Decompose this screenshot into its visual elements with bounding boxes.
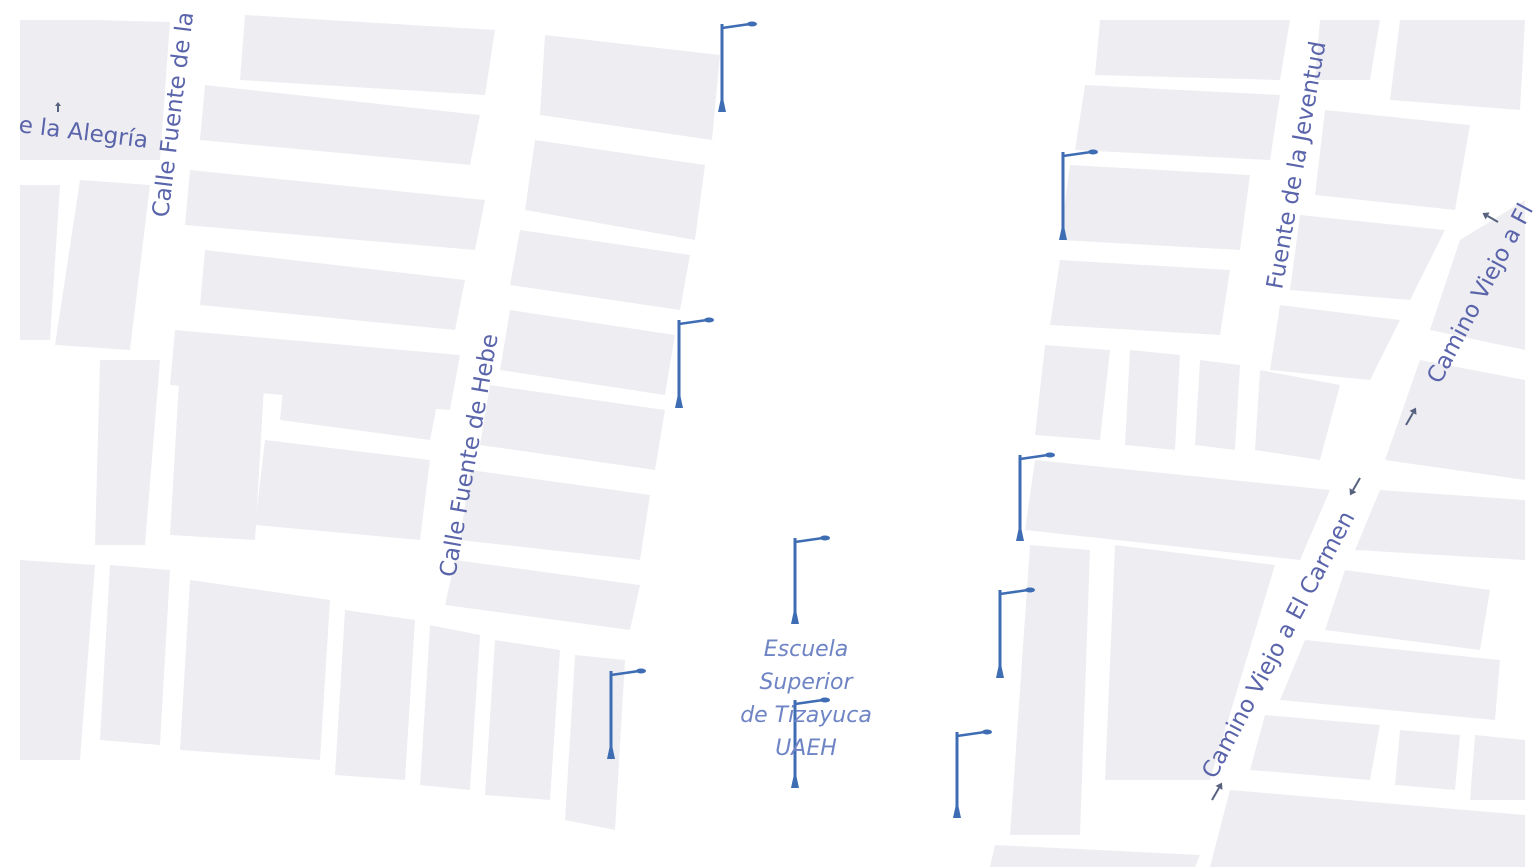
city-block — [525, 140, 705, 240]
city-block — [55, 180, 150, 350]
city-block — [500, 310, 675, 395]
city-block — [1075, 85, 1280, 160]
city-block — [280, 370, 440, 440]
city-block — [1255, 370, 1340, 460]
city-block — [255, 440, 430, 540]
city-block — [1280, 640, 1500, 720]
city-block — [1355, 490, 1525, 560]
city-block — [1010, 545, 1090, 835]
city-block — [1195, 360, 1240, 450]
city-block — [480, 385, 665, 470]
poi-label-line-1: Escuela — [764, 637, 849, 662]
city-block — [485, 640, 560, 800]
poi-label-line-4: UAEH — [775, 736, 837, 761]
right-district-blocks — [990, 20, 1525, 867]
city-block — [1210, 790, 1525, 867]
city-block — [1025, 460, 1330, 560]
poi-label-line-2: Superior — [759, 670, 854, 695]
left-district-blocks — [20, 15, 720, 830]
street-lamp-icon — [996, 587, 1035, 678]
street-lamps — [607, 21, 1098, 818]
city-block — [200, 250, 465, 330]
city-block — [1430, 200, 1525, 350]
city-block — [1125, 350, 1180, 450]
city-block — [85, 20, 170, 160]
street-lamp-icon — [791, 535, 830, 624]
city-block — [1105, 545, 1275, 780]
traffic-arrows — [55, 102, 1499, 801]
city-block — [990, 845, 1200, 867]
city-block — [1050, 260, 1230, 335]
one-way-arrow-icon — [55, 102, 61, 112]
city-block — [180, 580, 330, 760]
city-block — [460, 470, 650, 560]
city-block — [20, 20, 95, 160]
city-block — [1395, 730, 1460, 790]
poi-label-line-3: de Tizayuca — [740, 703, 872, 728]
city-block — [540, 35, 720, 140]
street-lamp-icon — [718, 21, 757, 112]
street-lamp-icon — [607, 668, 646, 759]
street-lamp-icon — [675, 317, 714, 408]
city-block — [565, 655, 625, 830]
street-lamp-icon — [791, 697, 830, 788]
city-block — [1095, 20, 1290, 80]
city-block — [1035, 345, 1110, 440]
one-way-arrow-icon — [1349, 477, 1361, 496]
city-block — [1060, 165, 1250, 250]
city-block — [445, 560, 640, 630]
street-lamp-icon — [1016, 452, 1055, 541]
city-block — [240, 15, 495, 95]
street-lamp-icon — [953, 729, 992, 818]
city-block — [185, 170, 485, 250]
city-block — [1470, 735, 1525, 800]
city-block — [1250, 715, 1380, 780]
street-lamp-icon — [1059, 149, 1098, 240]
city-block — [1385, 360, 1525, 480]
city-block — [1390, 20, 1525, 110]
one-way-arrow-icon — [1211, 782, 1223, 801]
city-block — [1315, 110, 1470, 210]
city-block — [170, 365, 265, 540]
city-block — [20, 560, 95, 760]
city-block — [1315, 20, 1380, 80]
city-block — [335, 610, 415, 780]
city-block — [100, 565, 170, 745]
city-block — [420, 625, 480, 790]
poi-escuela-superior[interactable]: Escuela Superior de Tizayuca UAEH — [740, 637, 872, 761]
one-way-arrow-icon — [1405, 407, 1417, 426]
city-block — [20, 185, 60, 340]
one-way-arrow-icon — [1482, 212, 1499, 223]
city-block — [510, 230, 690, 310]
city-block — [95, 360, 160, 545]
city-block — [200, 85, 480, 165]
city-block — [1270, 305, 1400, 380]
city-block — [1325, 570, 1490, 650]
city-block — [1290, 215, 1445, 300]
